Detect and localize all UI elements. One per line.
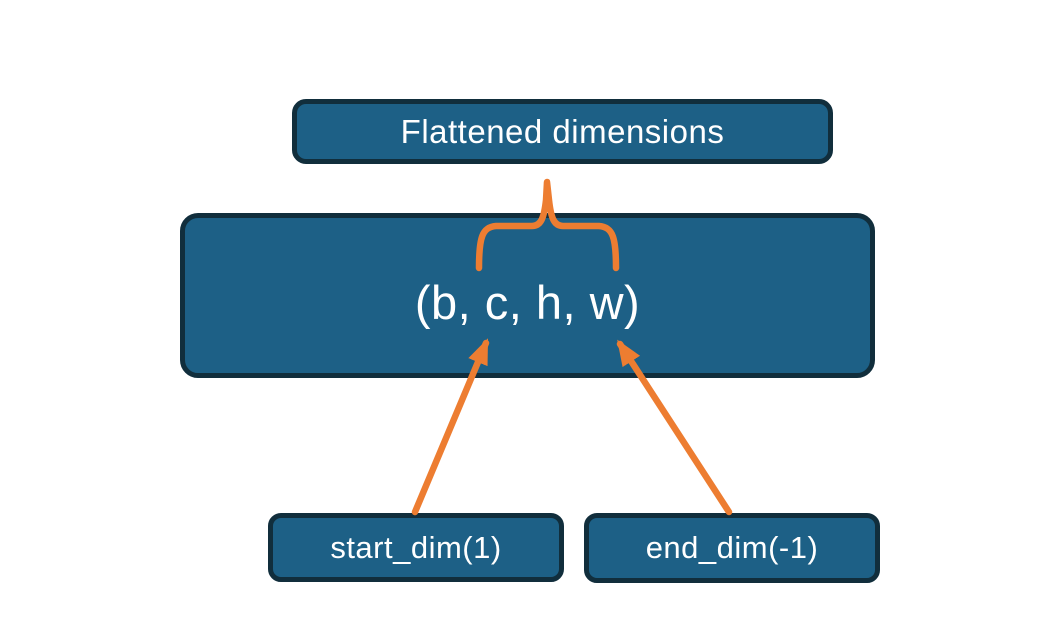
end-dim-node: end_dim(-1): [584, 513, 880, 583]
start-dim-node: start_dim(1): [268, 513, 564, 582]
tensor-shape-label: (b, c, h, w): [414, 276, 641, 329]
tensor-shape-node: (b, c, h, w): [180, 213, 875, 378]
start-dim-label: start_dim(1): [330, 529, 502, 565]
flattened-dimensions-label: Flattened dimensions: [400, 112, 725, 150]
flattened-dimensions-node: Flattened dimensions: [292, 99, 833, 164]
end-dim-label: end_dim(-1): [645, 530, 819, 565]
